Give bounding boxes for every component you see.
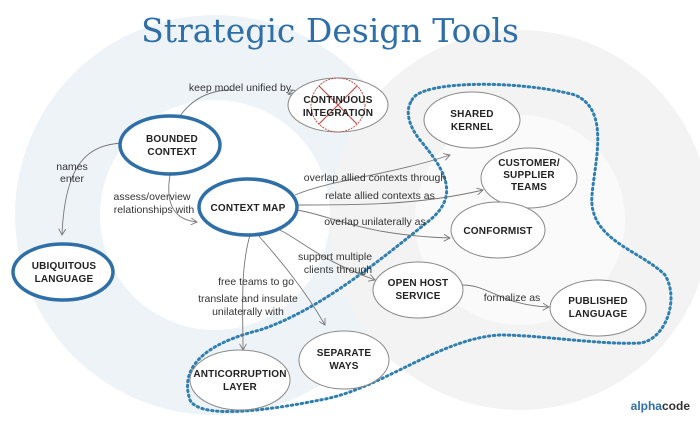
page-title: Strategic Design Tools bbox=[141, 11, 519, 50]
svg-text:ANTICORRUPTION: ANTICORRUPTION bbox=[193, 369, 286, 380]
dotted-boundary bbox=[186, 82, 673, 413]
node-anticorruption-layer: ANTICORRUPTION LAYER bbox=[189, 349, 291, 411]
node-ubiquitous-language: UBIQUITOUS LANGUAGE bbox=[11, 242, 115, 302]
node-context-map: CONTEXT MAP bbox=[197, 177, 299, 237]
svg-text:WAYS: WAYS bbox=[329, 361, 358, 372]
svg-text:SEPARATE: SEPARATE bbox=[317, 348, 372, 359]
svg-text:INTEGRATION: INTEGRATION bbox=[303, 108, 373, 119]
node-bounded-context: BOUNDED CONTEXT bbox=[118, 114, 222, 176]
node-conformist: CONFORMIST bbox=[450, 201, 546, 259]
svg-text:LANGUAGE: LANGUAGE bbox=[569, 309, 628, 320]
edge-label-clients: clients through bbox=[304, 264, 372, 276]
node-continuous-integration: CONTINUOUS INTEGRATION bbox=[287, 77, 389, 133]
svg-text:OPEN HOST: OPEN HOST bbox=[388, 278, 449, 289]
node-shared-kernel: SHARED KERNEL bbox=[423, 91, 521, 149]
edge-label-relationships: relationships with bbox=[114, 204, 195, 216]
edges bbox=[62, 90, 549, 350]
svg-text:SERVICE: SERVICE bbox=[395, 291, 440, 302]
svg-text:SUPPLIER: SUPPLIER bbox=[503, 170, 555, 181]
svg-text:PUBLISHED: PUBLISHED bbox=[568, 296, 628, 307]
edge-label-free-teams: free teams to go bbox=[218, 276, 294, 288]
svg-text:LAYER: LAYER bbox=[223, 382, 258, 393]
node-published-language: PUBLISHED LANGUAGE bbox=[549, 279, 647, 337]
edge-label-unilaterally: unilaterally with bbox=[212, 306, 284, 318]
svg-text:CONTEXT MAP: CONTEXT MAP bbox=[211, 203, 286, 214]
edge-label-overlap-allied: overlap allied contexts through bbox=[304, 172, 447, 184]
edge-label-support: support multiple bbox=[298, 251, 372, 263]
svg-text:SHARED: SHARED bbox=[450, 109, 493, 120]
svg-text:CONTINUOUS: CONTINUOUS bbox=[303, 95, 372, 106]
node-customer-supplier-teams: CUSTOMER/ SUPPLIER TEAMS bbox=[480, 147, 578, 209]
svg-text:BOUNDED: BOUNDED bbox=[146, 134, 198, 145]
edge-label-names: names bbox=[56, 161, 88, 173]
edge-label-overlap-unilateral: overlap unilaterally as bbox=[324, 216, 426, 228]
svg-text:CONTEXT: CONTEXT bbox=[147, 147, 196, 158]
edge-label-assess: assess/overview bbox=[113, 191, 190, 203]
svg-text:LANGUAGE: LANGUAGE bbox=[35, 274, 94, 285]
edge-label-enter: enter bbox=[60, 173, 84, 185]
alphacode-logo: alphacode bbox=[631, 399, 691, 413]
edge-label-relate-allied: relate allied contexts as bbox=[325, 190, 435, 202]
edge-label-keep-unified: keep model unified by bbox=[189, 82, 292, 94]
svg-text:TEAMS: TEAMS bbox=[511, 182, 547, 193]
svg-text:CONFORMIST: CONFORMIST bbox=[463, 226, 532, 237]
edge-label-translate: translate and insulate bbox=[198, 293, 298, 305]
svg-text:CUSTOMER/: CUSTOMER/ bbox=[498, 158, 560, 169]
node-separate-ways: SEPARATE WAYS bbox=[298, 330, 390, 390]
edge-label-formalize: formalize as bbox=[484, 292, 541, 304]
svg-text:KERNEL: KERNEL bbox=[451, 122, 493, 133]
node-open-host-service: OPEN HOST SERVICE bbox=[372, 261, 464, 319]
svg-text:UBIQUITOUS: UBIQUITOUS bbox=[32, 261, 97, 272]
